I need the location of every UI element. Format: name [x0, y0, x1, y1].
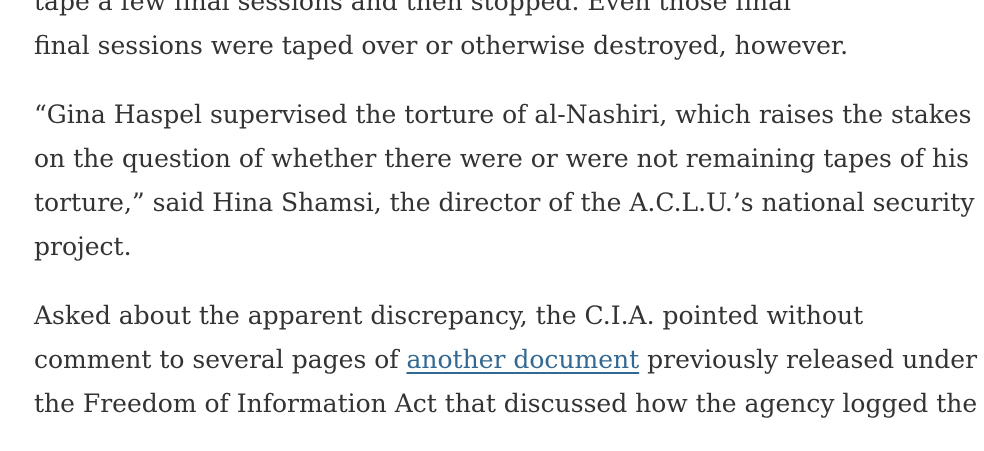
another-document-link[interactable]: another document: [406, 345, 640, 374]
text-segment: comment to several pages of: [34, 345, 407, 374]
text-segment: previously released under: [639, 345, 978, 374]
paragraph-tape-destruction: tape a few final sessions and then stopp…: [34, 0, 974, 68]
text-line: Asked about the apparent discrepancy, th…: [34, 301, 864, 330]
text-line: torture,” said Hina Shamsi, the director…: [34, 188, 975, 217]
text-line: on the question of whether there were or…: [34, 144, 969, 173]
text-line: the Freedom of Information Act that disc…: [34, 389, 978, 418]
paragraph-cia-response: Asked about the apparent discrepancy, th…: [34, 294, 978, 426]
text-line: project.: [34, 232, 132, 261]
text-line: final sessions were taped over or otherw…: [34, 31, 849, 60]
text-line: tape a few final sessions and then stopp…: [34, 0, 792, 16]
article-body: tape a few final sessions and then stopp…: [34, 0, 978, 451]
paragraph-shamsi-quote: “Gina Haspel supervised the torture of a…: [34, 93, 974, 269]
text-line: “Gina Haspel supervised the torture of a…: [34, 100, 972, 129]
text-line-with-link: comment to several pages of another docu…: [34, 338, 978, 382]
